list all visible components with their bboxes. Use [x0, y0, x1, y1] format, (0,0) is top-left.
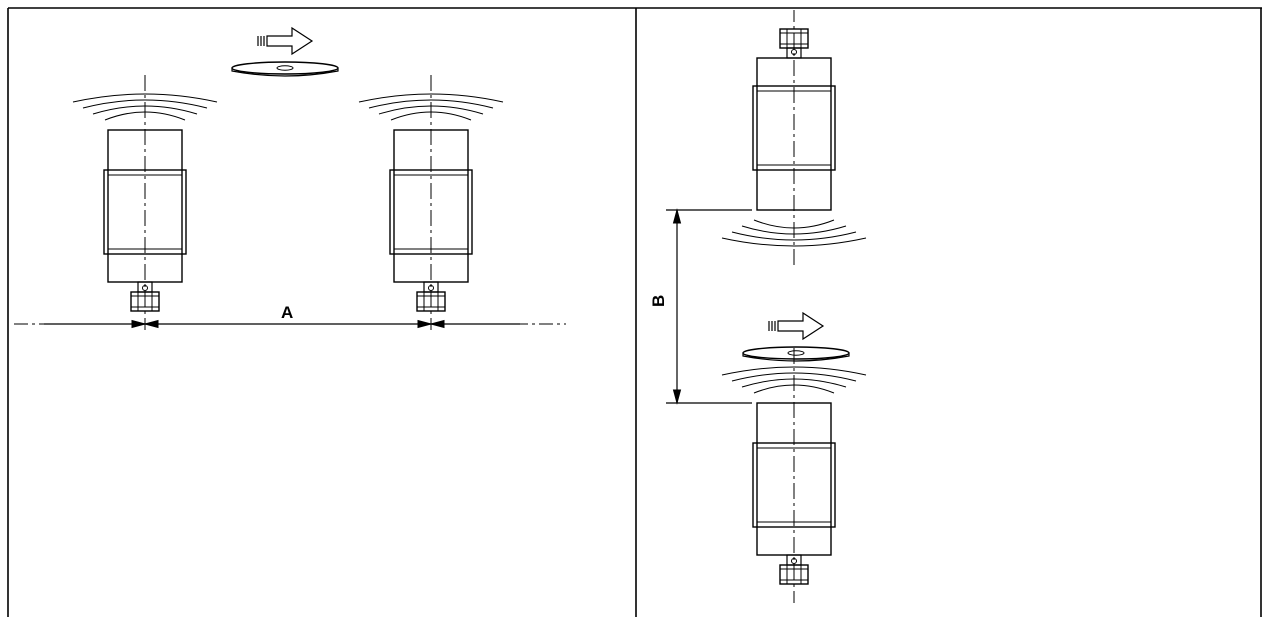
motion-arrow-icon: [257, 26, 314, 56]
target-disc: [231, 26, 339, 77]
dimension-a: [14, 319, 566, 329]
target-hole: [276, 65, 294, 71]
target-hole: [787, 350, 805, 356]
panel-opposite: B: [649, 10, 867, 603]
motion-arrow-icon: [768, 311, 825, 341]
sensor-top: [721, 10, 867, 265]
sensing-field-arcs: [358, 93, 504, 121]
target-disc: [742, 311, 850, 362]
table-frame: [7, 7, 1262, 617]
sensing-field-arcs: [72, 93, 218, 121]
target-plate: [742, 346, 850, 360]
sensor-right: [358, 75, 504, 330]
sensor-left: [72, 75, 218, 330]
target-plate: [231, 61, 339, 75]
sensor-bottom: [721, 348, 867, 603]
dimension-b: [666, 208, 752, 405]
sensing-field-arcs: [721, 219, 867, 247]
dimension-label-a: A: [281, 303, 293, 322]
dimension-label-b: B: [649, 295, 668, 307]
panel-side-by-side: A: [14, 26, 566, 330]
sensing-field-arcs: [721, 366, 867, 394]
